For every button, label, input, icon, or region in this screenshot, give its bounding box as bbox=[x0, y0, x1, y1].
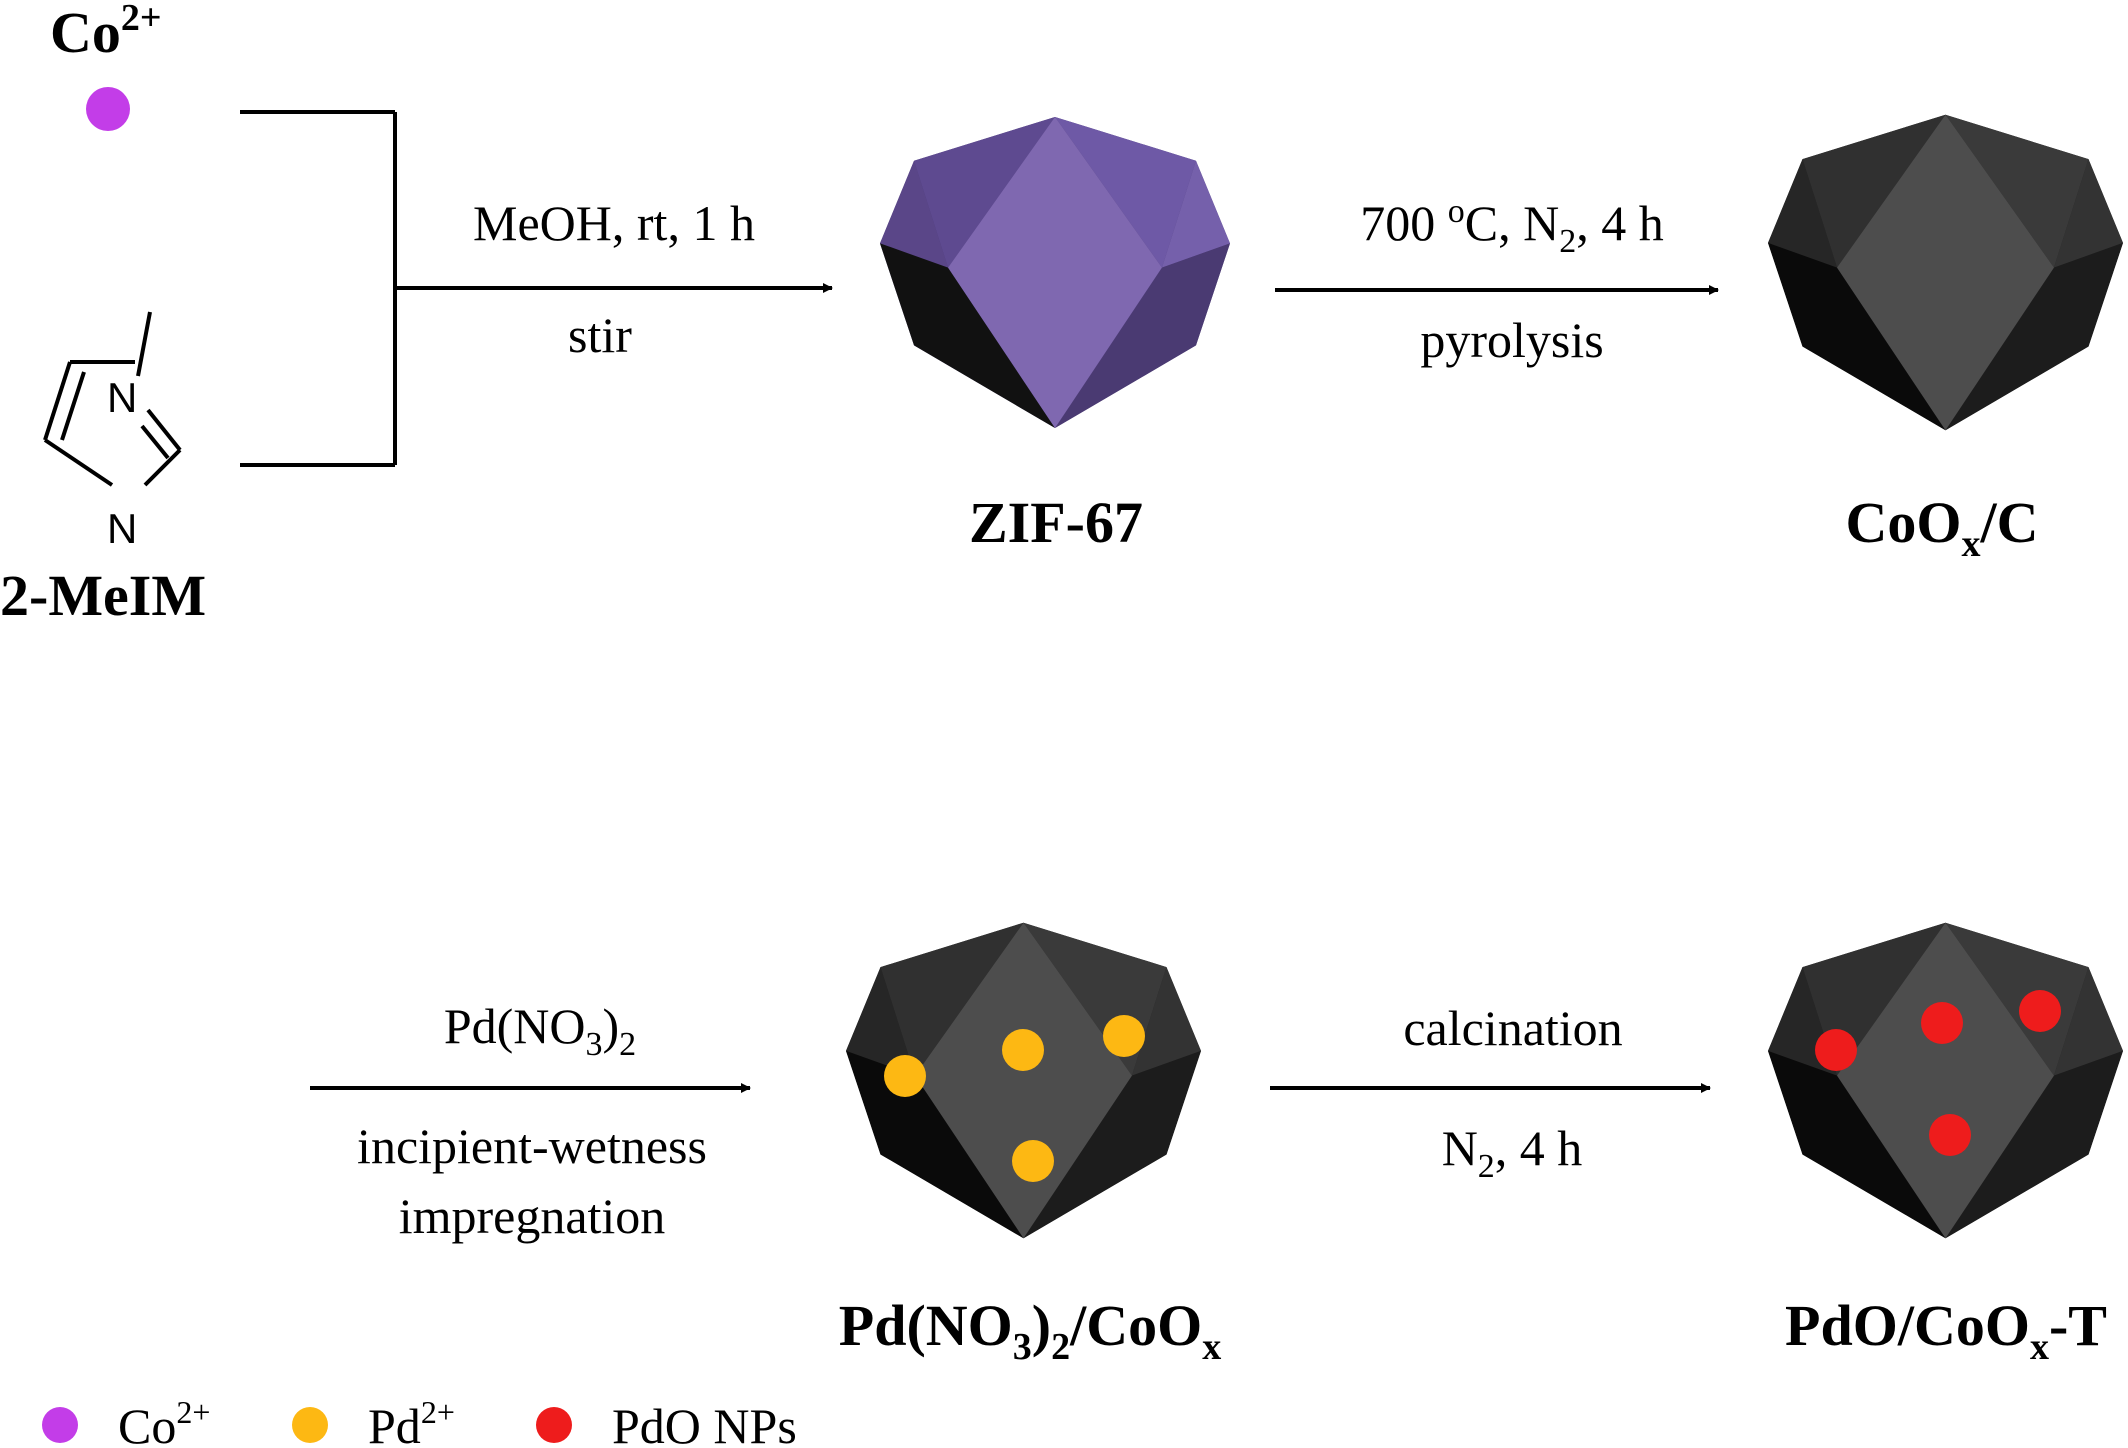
legend: Co2+ Pd2+ PdO NPs bbox=[42, 1394, 797, 1448]
pd-ion-dot bbox=[1103, 1015, 1145, 1057]
pdo-coox-particle bbox=[1768, 922, 2123, 1239]
legend-pd-label: Pd2+ bbox=[368, 1394, 455, 1448]
pdo-np-dot bbox=[2019, 990, 2061, 1032]
ligand-name: 2-MeIM bbox=[0, 563, 206, 628]
pd-ion-dot bbox=[1002, 1029, 1044, 1071]
pdo-coox-label: PdO/CoOx-T bbox=[1785, 1293, 2107, 1368]
step4-conditions: N2, 4 h bbox=[1442, 1120, 1583, 1185]
pd-coox-label: Pd(NO3)2/CoOx bbox=[839, 1293, 1221, 1368]
step2-method: pyrolysis bbox=[1420, 312, 1603, 368]
coox-c-polyhedron bbox=[1768, 114, 2123, 431]
legend-cobalt-label: Co2+ bbox=[118, 1394, 210, 1448]
cobalt-ion-icon bbox=[86, 87, 130, 131]
step3-method-line2: impregnation bbox=[399, 1188, 666, 1244]
legend-pdo-label: PdO NPs bbox=[612, 1398, 797, 1448]
legend-cobalt-icon bbox=[42, 1407, 78, 1443]
methylimidazole-structure bbox=[43, 311, 182, 487]
pdo-np-dot bbox=[1921, 1002, 1963, 1044]
zif67-label: ZIF-67 bbox=[969, 490, 1143, 555]
step3-reagent: Pd(NO3)2 bbox=[444, 998, 636, 1063]
pdo-coox-polyhedron bbox=[1768, 922, 2123, 1239]
step4-method: calcination bbox=[1403, 1000, 1622, 1056]
zif67-polyhedron bbox=[880, 116, 1230, 429]
legend-pd-icon bbox=[292, 1407, 328, 1443]
step1-conditions: MeOH, rt, 1 h bbox=[473, 195, 755, 251]
legend-pdo-icon bbox=[536, 1407, 572, 1443]
pdo-np-dot bbox=[1815, 1029, 1857, 1071]
cobalt-ion-label: Co2+ bbox=[50, 0, 162, 65]
coox-c-label: CoOx/C bbox=[1846, 490, 2039, 565]
pdo-np-dot bbox=[1929, 1114, 1971, 1156]
pd-ion-dot bbox=[884, 1055, 926, 1097]
step3-method-line1: incipient-wetness bbox=[357, 1118, 707, 1174]
pd-coox-particle bbox=[846, 922, 1201, 1239]
step1-method: stir bbox=[568, 307, 632, 363]
ligand-atom-n-top: N bbox=[107, 374, 137, 421]
step2-conditions: 700 oC, N2, 4 h bbox=[1360, 193, 1663, 260]
reactant-bracket bbox=[240, 110, 397, 467]
pd-ion-dot bbox=[1012, 1140, 1054, 1182]
ligand-atom-n-bottom: N bbox=[107, 505, 137, 552]
